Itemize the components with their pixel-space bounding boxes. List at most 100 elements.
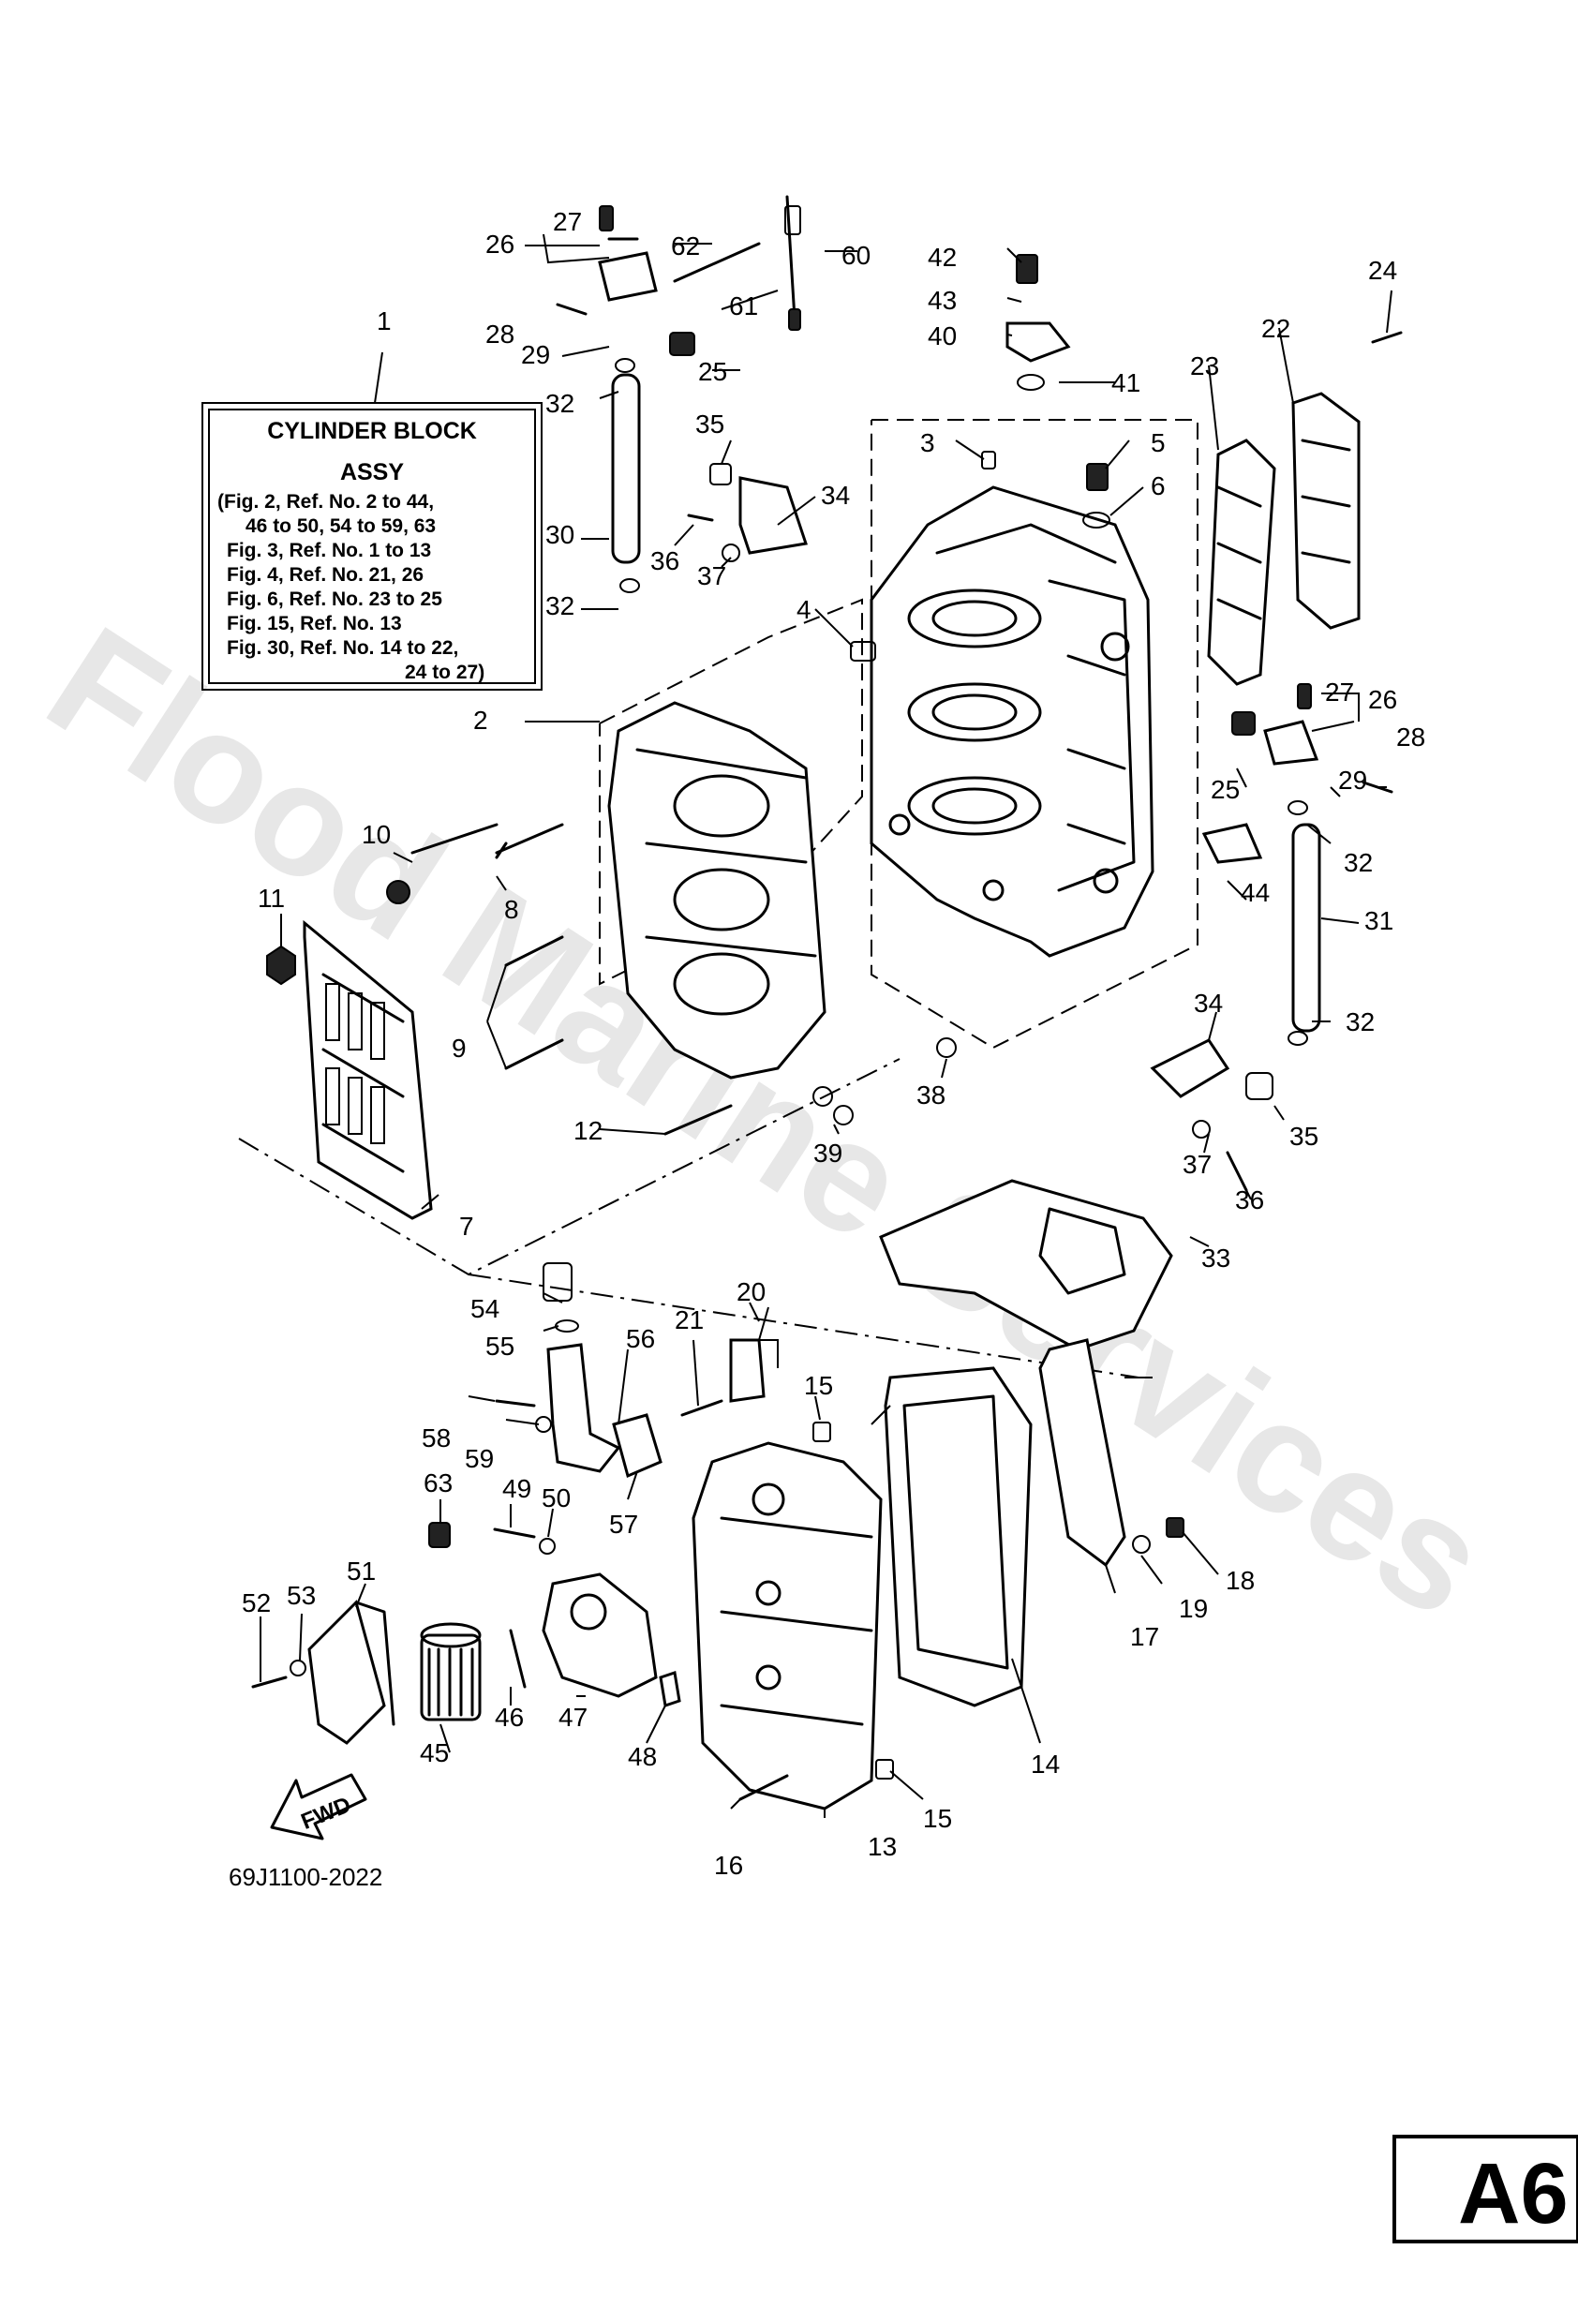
callout-30: 30 (545, 520, 574, 549)
callout-27b: 27 (1325, 678, 1354, 707)
callout-32d: 32 (1346, 1007, 1375, 1036)
legend-title-2: ASSY (340, 459, 404, 485)
callout-9: 9 (452, 1034, 467, 1063)
callout-2: 2 (473, 706, 488, 735)
assembly-outlines (238, 419, 1198, 1378)
callout-26a: 26 (485, 230, 514, 259)
callout-22: 22 (1261, 314, 1290, 343)
page-tab-label: A6 (1458, 2146, 1569, 2242)
callout-52: 52 (242, 1588, 271, 1617)
legend-title-1: CYLINDER BLOCK (267, 418, 477, 444)
callout-38: 38 (916, 1080, 945, 1110)
callout-32a: 32 (545, 389, 574, 418)
callout-28a: 28 (485, 320, 514, 349)
callout-23: 23 (1190, 351, 1219, 380)
callout-50: 50 (542, 1483, 571, 1512)
callout-37b: 37 (1183, 1150, 1212, 1179)
callout-34a: 34 (821, 481, 850, 510)
callout-48: 48 (628, 1742, 657, 1771)
callout-53: 53 (287, 1581, 316, 1610)
crankcase-gasket (884, 1366, 1033, 1707)
callout-41: 41 (1111, 368, 1140, 397)
fwd-label: FWD (298, 1792, 355, 1835)
callout-45: 45 (420, 1738, 449, 1767)
callout-47: 47 (558, 1703, 588, 1732)
callout-42: 42 (928, 243, 957, 272)
callout-54: 54 (470, 1294, 499, 1323)
callout-37a: 37 (697, 561, 726, 590)
callout-26b: 26 (1368, 685, 1397, 714)
cylinder-cover-plate (303, 919, 433, 1220)
callout-7: 7 (459, 1212, 474, 1241)
legend-line: Fig. 3, Ref. No. 1 to 13 (227, 540, 431, 561)
callout-32c: 32 (1344, 848, 1373, 877)
exhaust-cover-gaskets (1207, 392, 1361, 686)
callout-12: 12 (573, 1116, 603, 1145)
callout-16: 16 (714, 1851, 743, 1880)
callout-31: 31 (1364, 906, 1393, 935)
callout-43: 43 (928, 286, 957, 315)
callout-34b: 34 (1194, 989, 1223, 1018)
forward-arrow: FWD (270, 1773, 367, 1840)
callout-6: 6 (1151, 471, 1166, 500)
callout-1: 1 (377, 306, 392, 335)
legend-line: Fig. 6, Ref. No. 23 to 25 (227, 588, 442, 610)
callout-39: 39 (813, 1139, 842, 1168)
callout-25b: 25 (1211, 775, 1240, 804)
oil-filter-cover (307, 1600, 395, 1745)
callout-35b: 35 (1289, 1122, 1318, 1151)
callout-60: 60 (841, 241, 871, 270)
oil-filter-bracket (542, 1572, 658, 1698)
callout-57: 57 (609, 1510, 638, 1539)
callout-35a: 35 (695, 410, 724, 439)
callout-18: 18 (1226, 1566, 1255, 1595)
callout-20: 20 (737, 1277, 766, 1306)
legend-line: Fig. 4, Ref. No. 21, 26 (227, 564, 424, 586)
callout-4: 4 (796, 595, 811, 624)
callout-19: 19 (1179, 1594, 1208, 1623)
fasteners (251, 195, 1403, 1801)
callout-labels: 1 2 3 4 5 6 7 8 9 10 11 12 13 14 15 15 1… (242, 207, 1425, 1880)
callout-51: 51 (347, 1557, 376, 1586)
legend-line: 46 to 50, 54 to 59, 63 (246, 515, 436, 537)
callout-63: 63 (424, 1468, 453, 1497)
callout-58: 58 (422, 1423, 451, 1452)
leader-lines (260, 233, 1392, 1818)
legend-line: 24 to 27) (405, 662, 484, 683)
callout-59: 59 (465, 1444, 494, 1473)
callout-40: 40 (928, 321, 957, 350)
legend-line: (Fig. 2, Ref. No. 2 to 44, (217, 491, 434, 513)
water-tubes (611, 373, 1321, 1033)
callout-28b: 28 (1396, 723, 1425, 752)
callout-11: 11 (258, 884, 285, 913)
callout-29b: 29 (1338, 766, 1367, 795)
callout-36b: 36 (1235, 1185, 1264, 1214)
callout-24: 24 (1368, 256, 1397, 285)
drawing-code: 69J1100-2022 (229, 1863, 382, 1891)
callout-61: 61 (729, 291, 758, 320)
callout-33: 33 (1201, 1244, 1230, 1273)
callout-10: 10 (362, 820, 391, 849)
callout-25a: 25 (698, 357, 727, 386)
callout-29a: 29 (521, 340, 550, 369)
callout-27a: 27 (553, 207, 582, 236)
callout-5: 5 (1151, 428, 1166, 457)
callout-55: 55 (485, 1332, 514, 1361)
callout-15b: 15 (923, 1804, 952, 1833)
callout-13: 13 (868, 1832, 897, 1861)
callout-46: 46 (495, 1703, 524, 1732)
callout-3: 3 (920, 428, 935, 457)
cylinder-head (607, 701, 826, 1080)
legend-box: CYLINDER BLOCK ASSY (Fig. 2, Ref. No. 2 … (201, 351, 543, 691)
callout-62: 62 (671, 231, 700, 261)
legend-line: Fig. 15, Ref. No. 13 (227, 613, 402, 634)
callout-17: 17 (1130, 1622, 1159, 1651)
oil-filter (420, 1622, 482, 1721)
callout-32b: 32 (545, 591, 574, 620)
callout-36a: 36 (650, 546, 679, 575)
callout-56: 56 (626, 1324, 655, 1353)
cylinder-block-gasket (879, 1179, 1173, 1351)
callout-8: 8 (504, 895, 519, 924)
page-tab: A6 (1392, 2135, 1578, 2243)
